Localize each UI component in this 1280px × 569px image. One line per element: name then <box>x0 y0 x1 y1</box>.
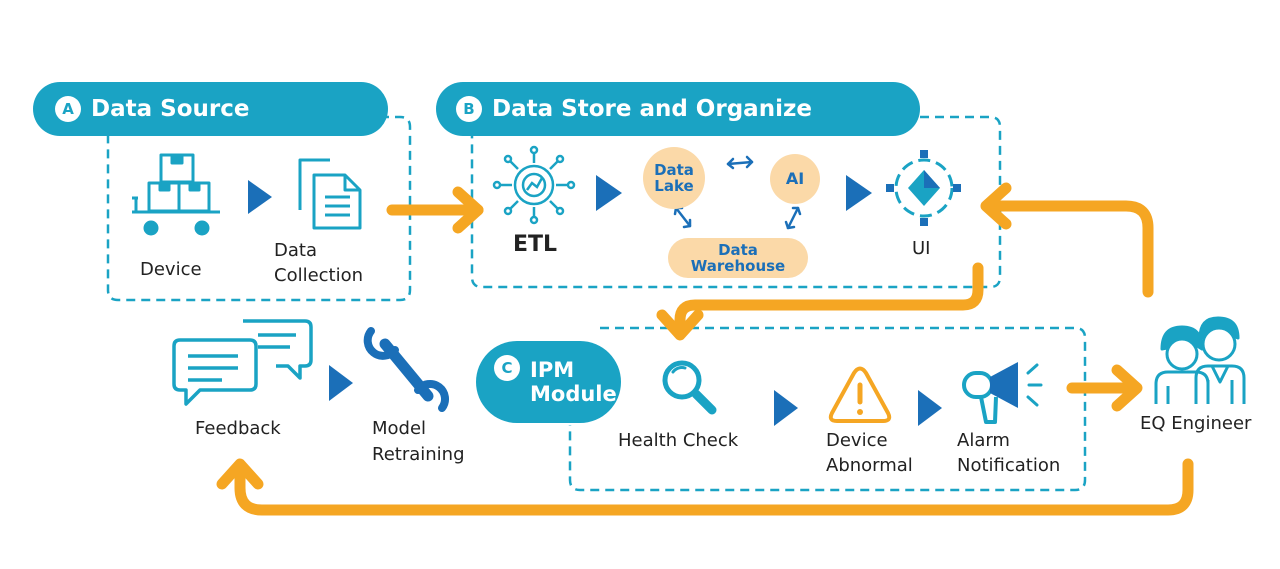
chat-bubbles-icon <box>172 319 313 406</box>
etl-label: ETL <box>513 232 558 257</box>
ai-label: AI <box>785 169 805 188</box>
ai-bubble: AI <box>770 154 820 204</box>
section-a-title: Data Source <box>91 96 250 122</box>
magnifier-icon <box>662 360 717 415</box>
section-c-frame <box>568 326 1087 492</box>
wrench-icon <box>363 327 449 412</box>
data-lake-bubble: Data Lake <box>643 147 705 209</box>
model-retraining-label-2: Retraining <box>372 444 465 465</box>
flow-store-to-ipm <box>656 262 984 341</box>
data-lake-label-2: Lake <box>654 177 694 195</box>
warning-icon <box>828 366 892 423</box>
node-diamond-icon <box>886 150 961 226</box>
cart-boxes-icon <box>132 153 220 236</box>
section-c-title-line1: IPM <box>530 358 575 382</box>
engineers-icon <box>1154 316 1246 404</box>
section-c-header: C IPM Module <box>476 341 621 423</box>
data-lake-label-1: Data <box>654 161 694 179</box>
feedback-label: Feedback <box>195 418 281 439</box>
flow-source-to-store <box>386 186 484 234</box>
health-check-label: Health Check <box>618 430 739 451</box>
flow-alarm-to-engineer <box>1066 364 1143 412</box>
section-b-frame <box>470 115 1002 289</box>
alarm-notification-label-1: Alarm <box>957 430 1010 451</box>
megaphone-icon <box>962 362 1043 424</box>
step-arrows <box>248 175 942 426</box>
section-b-title: Data Store and Organize <box>492 96 812 122</box>
model-retraining-label-1: Model <box>372 418 427 439</box>
data-collection-label-1: Data <box>274 240 317 261</box>
section-b-header: B Data Store and Organize <box>436 82 920 136</box>
ui-label: UI <box>912 238 931 259</box>
documents-icon <box>298 158 362 230</box>
data-collection-label-2: Collection <box>274 265 364 286</box>
section-c-badge: C <box>494 355 520 381</box>
data-warehouse-pill: Data Warehouse <box>668 238 808 278</box>
section-b-badge: B <box>456 96 482 122</box>
device-label: Device <box>140 259 202 280</box>
section-c-title: IPM Module <box>530 358 617 406</box>
section-c-title-line2: Module <box>530 382 617 406</box>
device-abnormal-label-2: Abnormal <box>826 455 913 476</box>
flow-engineer-to-feedback <box>216 458 1194 516</box>
section-a-badge: A <box>55 96 81 122</box>
alarm-notification-label-2: Notification <box>957 455 1061 476</box>
section-a-header: A Data Source <box>33 82 388 136</box>
data-warehouse-label-2: Warehouse <box>690 257 786 275</box>
flow-engineer-to-ui <box>980 182 1154 298</box>
gear-chart-icon <box>492 145 576 225</box>
eq-engineer-label: EQ Engineer <box>1140 413 1252 434</box>
device-abnormal-label-1: Device <box>826 430 888 451</box>
data-warehouse-label-1: Data <box>718 241 758 259</box>
